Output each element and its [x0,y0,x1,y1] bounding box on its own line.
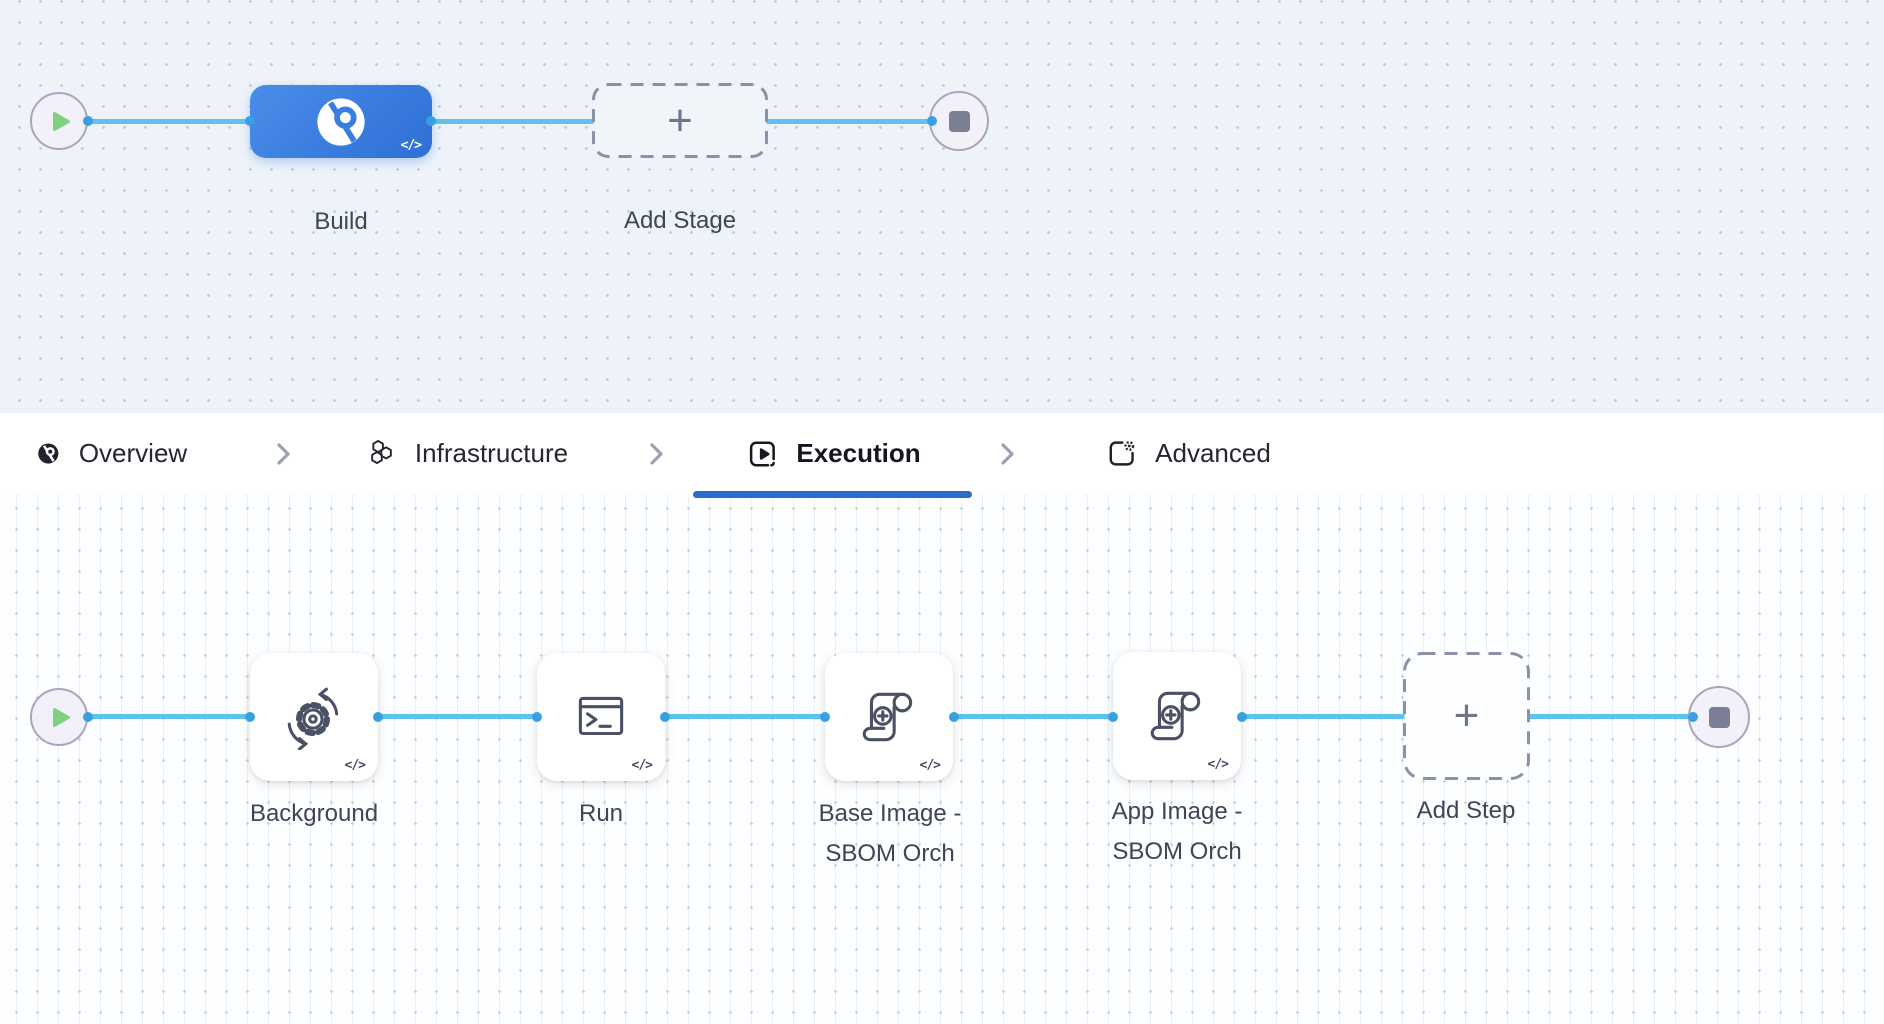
overview-icon [38,443,59,464]
step-node-base-image-sbom[interactable]: </> [825,653,953,781]
chevron-right-icon [275,413,293,494]
dashed-frame [1403,652,1530,780]
stage-node-build[interactable]: </> [250,85,432,158]
port[interactable] [532,712,542,722]
edge [665,714,825,719]
step-label-line: SBOM Orch [825,840,955,867]
port[interactable] [820,712,830,722]
tab-execution-label: Execution [796,438,921,468]
chevron-right-icon [648,413,666,494]
background-service-icon [287,687,339,750]
step-label: Background [250,794,378,834]
step-label: App Image - SBOM Orch [1112,792,1243,872]
add-step-label: Add Step [1416,797,1516,824]
port[interactable] [949,712,959,722]
add-stage-label: Add Stage [623,207,737,234]
step-node-app-image-sbom[interactable]: </> [1113,652,1241,780]
plus-icon: + [1453,691,1480,740]
port[interactable] [83,712,93,722]
execution-graph-canvas[interactable]: </> </> [0,494,1884,1024]
yaml-badge: </> [919,758,942,773]
yaml-badge: </> [400,138,423,153]
step-label: Run [579,794,623,834]
stop-icon [1708,706,1730,728]
add-stage-button[interactable]: + [592,83,768,158]
tab-advanced-label: Advanced [1155,438,1271,468]
tab-execution[interactable]: Execution [747,413,921,494]
port[interactable] [1108,712,1118,722]
chevron-right-icon [999,413,1017,494]
execution-start-node [30,688,88,746]
infrastructure-icon [371,439,392,464]
execution-icon [749,441,775,466]
tab-infrastructure[interactable]: Infrastructure [366,413,568,494]
active-tab-underline [693,491,972,498]
terminal-icon [578,696,624,736]
tab-infrastructure-label: Infrastructure [414,438,569,468]
advanced-icon [1109,441,1135,466]
port-start-out[interactable] [83,116,93,126]
yaml-badge: </> [631,758,654,773]
port[interactable] [373,712,383,722]
edge [378,714,537,719]
add-step-button[interactable]: + [1403,652,1530,780]
stage-graph-canvas[interactable]: </> + Build Add Stage [0,0,1884,413]
edge [88,714,250,719]
plus-icon: + [667,95,693,145]
stage-end-node [929,91,989,151]
edge [954,714,1113,719]
dashed-frame [592,83,768,158]
port[interactable] [1688,712,1698,722]
port[interactable] [1237,712,1247,722]
play-icon [52,707,70,727]
yaml-badge: </> [1207,757,1230,772]
sbom-scroll-icon [862,692,913,742]
tab-overview-label: Overview [78,438,188,468]
stop-icon [948,110,970,132]
step-label-line: Background [249,800,379,827]
step-label-line: App Image - [1111,798,1243,825]
port[interactable] [660,712,670,722]
stage-label: Build [314,208,368,235]
stage-tab-bar: Overview Infrastructure [0,413,1884,494]
ci-stage-icon [317,97,365,146]
step-node-run[interactable]: </> [537,653,665,781]
port[interactable] [245,712,255,722]
yaml-badge: </> [344,758,367,773]
step-label-line: Run [578,800,624,827]
port-end-in[interactable] [927,116,937,126]
step-node-background[interactable]: </> [250,653,378,781]
sbom-scroll-icon [1150,691,1201,741]
step-label: Base Image - SBOM Orch [819,794,962,874]
stage-start-node [30,92,88,150]
step-label-line: SBOM Orch [1112,838,1242,865]
edge-start-to-build [88,119,250,124]
tab-advanced[interactable]: Advanced [1107,413,1271,494]
port-build-out[interactable] [426,116,436,126]
step-label-line: Base Image - [818,800,962,827]
tab-overview[interactable]: Overview [37,413,187,494]
play-icon [52,111,70,131]
port-build-in[interactable] [245,116,255,126]
